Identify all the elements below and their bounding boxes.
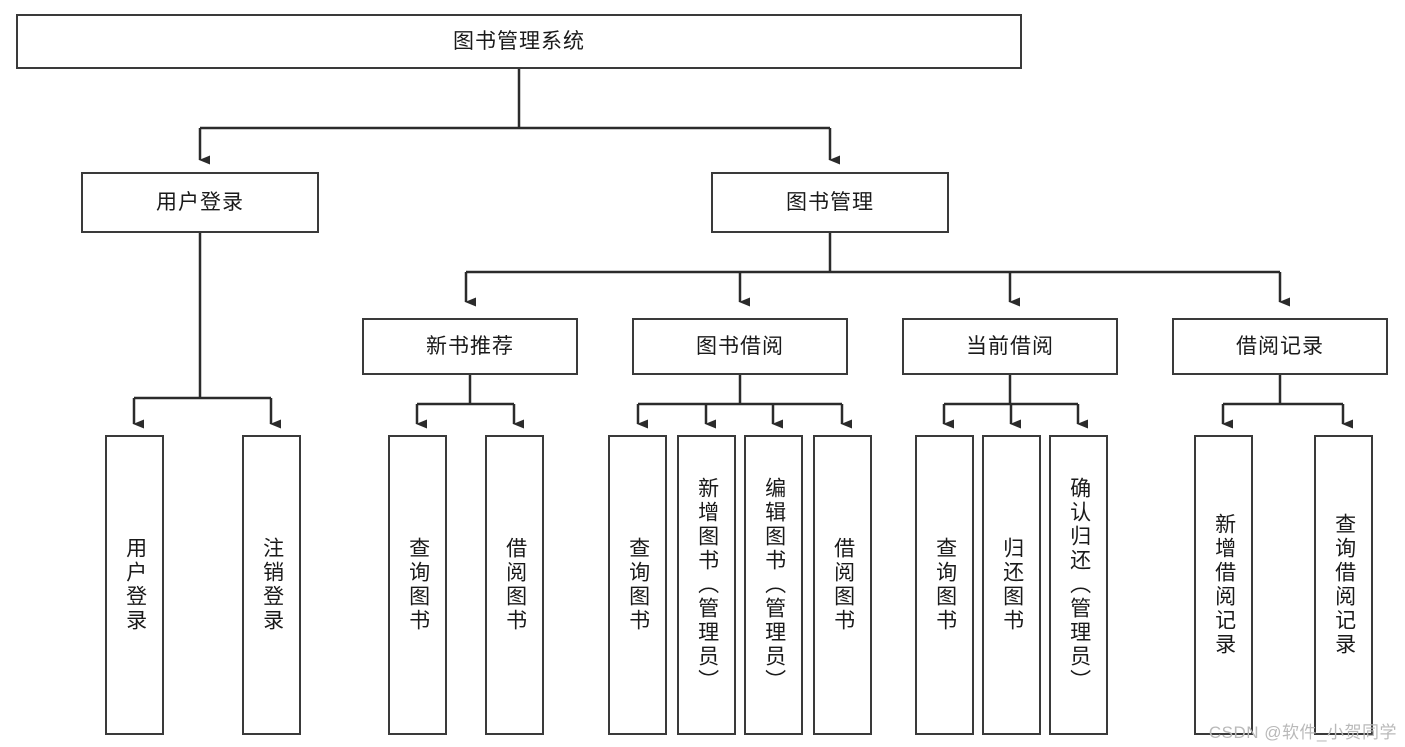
leaf-newbook-search-book[interactable]: 查询图书 bbox=[388, 435, 447, 735]
leaf-newbook-borrow-book[interactable]: 借阅图书 bbox=[485, 435, 544, 735]
node-label: 注销登录 bbox=[260, 537, 284, 633]
leaf-current-return-book[interactable]: 归还图书 bbox=[982, 435, 1041, 735]
node-label: 借阅图书 bbox=[503, 537, 527, 633]
node-label: 查询借阅记录 bbox=[1332, 513, 1356, 657]
node-label: 借阅图书 bbox=[831, 537, 855, 633]
node-label: 查询图书 bbox=[406, 537, 430, 633]
node-label: 编辑图书（管理员） bbox=[762, 477, 786, 693]
node-user-login[interactable]: 用户登录 bbox=[81, 172, 319, 233]
leaf-record-add-record[interactable]: 新增借阅记录 bbox=[1194, 435, 1253, 735]
leaf-current-search-book[interactable]: 查询图书 bbox=[915, 435, 974, 735]
node-label: 借阅记录 bbox=[1236, 334, 1324, 358]
leaf-borrow-borrow-book[interactable]: 借阅图书 bbox=[813, 435, 872, 735]
node-borrow-record[interactable]: 借阅记录 bbox=[1172, 318, 1388, 375]
leaf-record-search-record[interactable]: 查询借阅记录 bbox=[1314, 435, 1373, 735]
node-label: 查询图书 bbox=[626, 537, 650, 633]
leaf-current-confirm-return[interactable]: 确认归还（管理员） bbox=[1049, 435, 1108, 735]
leaf-borrow-search-book[interactable]: 查询图书 bbox=[608, 435, 667, 735]
node-book-management[interactable]: 图书管理 bbox=[711, 172, 949, 233]
node-root[interactable]: 图书管理系统 bbox=[16, 14, 1022, 69]
node-label: 新书推荐 bbox=[426, 334, 514, 358]
node-label: 图书管理 bbox=[786, 190, 874, 214]
leaf-borrow-add-book[interactable]: 新增图书（管理员） bbox=[677, 435, 736, 735]
node-label: 确认归还（管理员） bbox=[1067, 477, 1091, 693]
leaf-borrow-edit-book[interactable]: 编辑图书（管理员） bbox=[744, 435, 803, 735]
watermark-text: CSDN @软件_小贺同学 bbox=[1208, 723, 1397, 742]
node-label: 图书借阅 bbox=[696, 334, 784, 358]
node-book-borrow[interactable]: 图书借阅 bbox=[632, 318, 848, 375]
leaf-user-logout[interactable]: 注销登录 bbox=[242, 435, 301, 735]
node-label: 当前借阅 bbox=[966, 334, 1054, 358]
node-new-book-recommend[interactable]: 新书推荐 bbox=[362, 318, 578, 375]
node-current-borrow[interactable]: 当前借阅 bbox=[902, 318, 1118, 375]
node-label: 新增借阅记录 bbox=[1212, 513, 1236, 657]
node-label: 图书管理系统 bbox=[453, 29, 585, 53]
node-label: 查询图书 bbox=[933, 537, 957, 633]
node-label: 用户登录 bbox=[123, 537, 147, 633]
leaf-user-login[interactable]: 用户登录 bbox=[105, 435, 164, 735]
node-label: 归还图书 bbox=[1000, 537, 1024, 633]
node-label: 用户登录 bbox=[156, 190, 244, 214]
node-label: 新增图书（管理员） bbox=[695, 477, 719, 693]
